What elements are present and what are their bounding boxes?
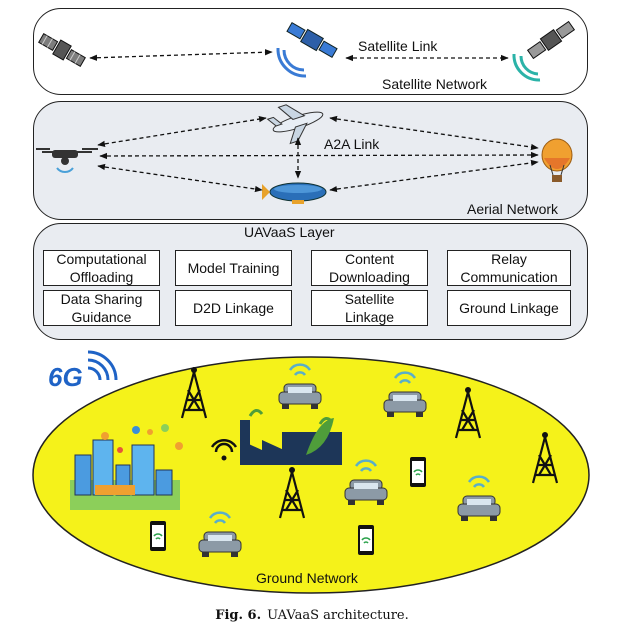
wifi-signal-icon [210, 438, 238, 461]
a2a-arrow-airplane-balloon [329, 115, 539, 151]
service-satellite-linkage: Satellite Linkage [311, 290, 428, 326]
satellite-center-icon [276, 21, 338, 78]
6g-badge-icon [87, 350, 118, 381]
a2a-link-label: A2A Link [324, 136, 380, 152]
figure-number: Fig. 6. [215, 608, 262, 623]
ground-network-area [32, 356, 590, 594]
service-computational-offloading: Computational Offloading [43, 250, 160, 286]
6g-badge-label: 6G [48, 362, 83, 392]
service-ground-linkage: Ground Linkage [447, 290, 571, 326]
satellite-link-left-arrow [89, 49, 273, 61]
service-model-training: Model Training [175, 250, 292, 286]
a2a-arrow-drone-balloon [99, 151, 539, 160]
satellite-network-label: Satellite Network [382, 76, 488, 92]
satellite-link-label: Satellite Link [358, 38, 438, 54]
airplane-icon [266, 104, 324, 145]
cell-tower-icon [180, 367, 208, 419]
satellite-left-icon [38, 32, 86, 68]
service-content-downloading: Content Downloading [311, 250, 428, 286]
connected-car-icon [278, 363, 322, 409]
satellite-right-icon [512, 20, 576, 82]
a2a-arrow-drone-airplane [97, 116, 267, 147]
smartphone-icon [410, 457, 426, 487]
connected-car-icon [383, 371, 427, 417]
cell-tower-icon [531, 432, 559, 484]
service-d2d-linkage: D2D Linkage [175, 290, 292, 326]
smartphone-icon [358, 525, 374, 555]
smart-city-icon [70, 424, 183, 510]
figure-caption: Fig. 6. UAVaaS architecture. [0, 608, 624, 623]
drone-icon [36, 148, 98, 173]
figure-caption-text: UAVaaS architecture. [267, 608, 409, 623]
aerial-network-label: Aerial Network [467, 201, 559, 217]
hot-air-balloon-icon [541, 138, 573, 182]
service-relay-communication: Relay Communication [447, 250, 571, 286]
cell-tower-icon [454, 387, 482, 439]
smartphone-icon [150, 521, 166, 551]
factory-icon [240, 409, 342, 465]
cell-tower-icon [278, 467, 306, 519]
connected-car-icon [344, 459, 388, 505]
a2a-arrow-drone-airship [97, 163, 263, 193]
uavaas-layer-title: UAVaaS Layer [244, 224, 335, 240]
ground-network-label: Ground Network [256, 570, 358, 586]
a2a-arrow-airship-balloon [329, 159, 539, 193]
connected-car-icon [457, 475, 501, 521]
airship-icon [262, 182, 327, 204]
service-data-sharing-guidance: Data Sharing Guidance [43, 290, 160, 326]
connected-car-icon [198, 511, 242, 557]
